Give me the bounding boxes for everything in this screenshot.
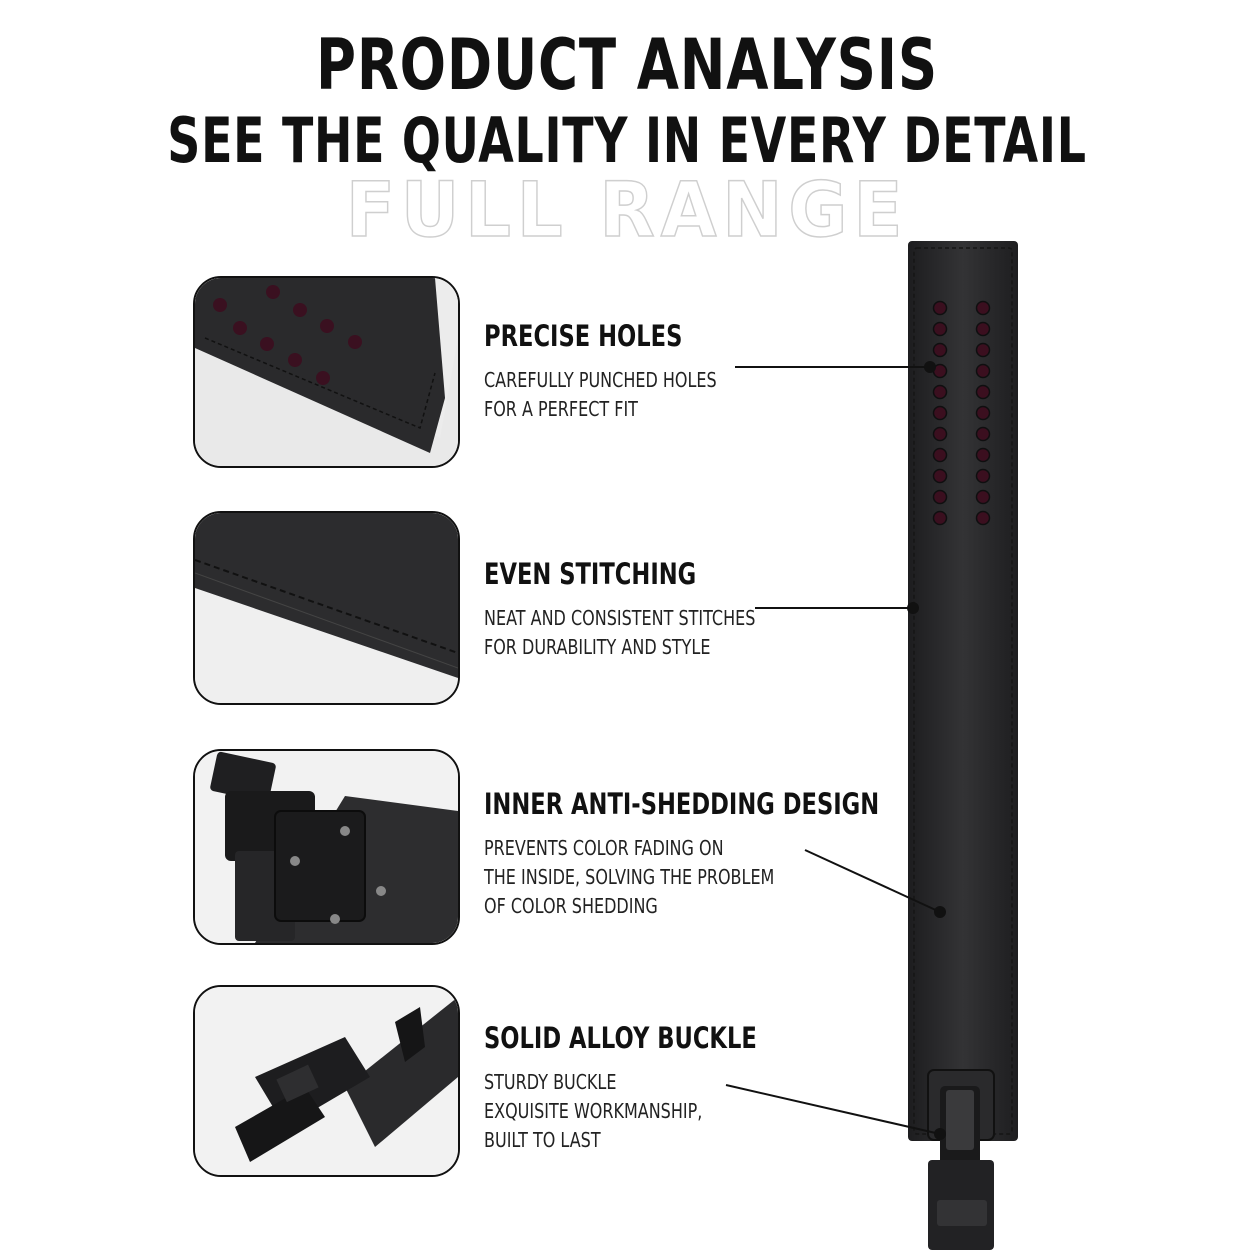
stitching-closeup-icon xyxy=(195,513,458,703)
stitching-closeup-card xyxy=(193,511,460,705)
belt-hole-row xyxy=(932,300,991,526)
belt-hole xyxy=(975,510,991,526)
feature-title: EVEN STITCHING xyxy=(484,557,697,591)
belt-hole xyxy=(975,384,991,400)
buckle-highlight xyxy=(946,1090,974,1150)
belt-hole xyxy=(975,363,991,379)
page-subtitle: SEE THE QUALITY IN EVERY DETAIL xyxy=(167,104,1087,177)
belt-hole xyxy=(975,468,991,484)
plate-closeup-card xyxy=(193,749,460,945)
belt-holes-closeup-icon xyxy=(195,278,458,466)
belt-strap xyxy=(908,241,1018,1141)
belt-hole xyxy=(932,426,948,442)
feature-description: CAREFULLY PUNCHED HOLES FOR A PERFECT FI… xyxy=(484,368,717,421)
feature-even-stitching: EVEN STITCHING NEAT AND CONSISTENT STITC… xyxy=(484,558,823,662)
belt-hole xyxy=(932,405,948,421)
belt-hole xyxy=(932,384,948,400)
belt-hole xyxy=(975,447,991,463)
buckle-closeup-card xyxy=(193,985,460,1177)
belt-stitch-line xyxy=(913,247,1013,1135)
belt-hole xyxy=(932,510,948,526)
lever-buckle-closeup-icon xyxy=(195,987,458,1175)
belt-hole xyxy=(932,363,948,379)
feature-description: STURDY BUCKLE EXQUISITE WORKMANSHIP, BUI… xyxy=(484,1070,703,1152)
belt-hole xyxy=(932,447,948,463)
belt-hole xyxy=(975,300,991,316)
belt-hole xyxy=(932,468,948,484)
belt-hole xyxy=(975,489,991,505)
belt-hole xyxy=(975,321,991,337)
belt-hole xyxy=(932,321,948,337)
feature-anti-shedding: INNER ANTI-SHEDDING DESIGN PREVENTS COLO… xyxy=(484,788,991,921)
belt-hole xyxy=(975,342,991,358)
outline-heading: FULL RANGE xyxy=(345,165,909,254)
feature-alloy-buckle: SOLID ALLOY BUCKLE STURDY BUCKLE EXQUISI… xyxy=(484,1022,834,1155)
feature-precise-holes: PRECISE HOLES CAREFULLY PUNCHED HOLES FO… xyxy=(484,320,775,424)
belt-hole xyxy=(975,426,991,442)
feature-title: SOLID ALLOY BUCKLE xyxy=(484,1021,757,1055)
belt-hole xyxy=(932,342,948,358)
holes-closeup-card xyxy=(193,276,460,468)
feature-title: PRECISE HOLES xyxy=(484,319,683,353)
page-title: PRODUCT ANALYSIS xyxy=(316,24,938,106)
belt-hole xyxy=(932,300,948,316)
buckle-hinge xyxy=(937,1200,987,1226)
belt-hole xyxy=(932,489,948,505)
belt-hole xyxy=(975,405,991,421)
buckle-plate-closeup-icon xyxy=(195,751,458,943)
feature-title: INNER ANTI-SHEDDING DESIGN xyxy=(484,787,880,821)
feature-description: NEAT AND CONSISTENT STITCHES FOR DURABIL… xyxy=(484,606,756,659)
feature-description: PREVENTS COLOR FADING ON THE INSIDE, SOL… xyxy=(484,836,775,918)
